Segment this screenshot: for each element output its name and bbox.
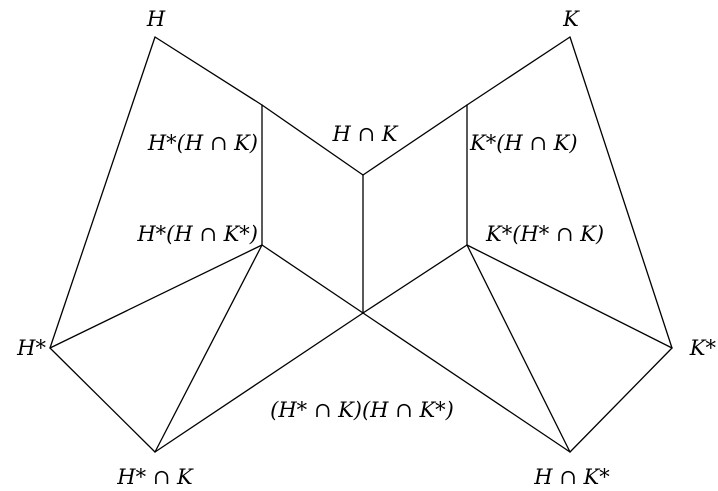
edge-KstarHstarcapK-HcapKstar (466, 244, 571, 453)
edge-HstarcapK-product (154, 312, 364, 453)
label-H-star-of-H-cap-K: H*(H ∩ K) (147, 131, 258, 155)
label-H-cap-K: H ∩ K (332, 122, 399, 146)
edge-HstarHcapK-HcapK (261, 104, 364, 176)
edge-KstarHstarcapK-Kstar (466, 244, 673, 349)
edge-H-Hstar (49, 36, 156, 349)
label-H-star-cap-K: H* ∩ K (116, 465, 194, 489)
edge-H-HstarHcapK (154, 36, 263, 106)
lattice-edges (49, 36, 673, 453)
label-K: K (562, 7, 580, 31)
label-H-star-of-H-cap-K-star: H*(H ∩ K*) (136, 222, 258, 246)
lattice-labels: H K H* K* H* ∩ K H ∩ K* H ∩ K H*(H ∩ K) … (16, 7, 716, 489)
label-H: H (146, 7, 166, 31)
label-K-star: K* (689, 336, 717, 360)
label-H-star: H* (16, 336, 46, 360)
label-H-cap-K-star: H ∩ K* (533, 465, 610, 489)
edge-HstarHcapKstar-product (261, 244, 364, 314)
edge-HstarHcapKstar-Hstar (49, 244, 263, 349)
label-product: (H* ∩ K)(H ∩ K*) (270, 398, 454, 422)
edge-Hstar-HstarcapK (49, 347, 156, 453)
edge-HstarHcapKstar-HstarcapK (154, 244, 263, 453)
edge-K-Kstar (569, 36, 673, 349)
label-K-star-of-H-cap-K: K*(H ∩ K) (469, 131, 578, 155)
edge-HcapKstar-product (362, 312, 571, 453)
edge-KstarHstarcapK-product (362, 244, 468, 314)
edge-Kstar-HcapKstar (569, 347, 673, 453)
edge-K-KstarHcapK (466, 36, 571, 106)
edge-KstarHcapK-HcapK (362, 104, 468, 176)
label-K-star-of-H-star-cap-K: K*(H* ∩ K) (485, 222, 604, 246)
